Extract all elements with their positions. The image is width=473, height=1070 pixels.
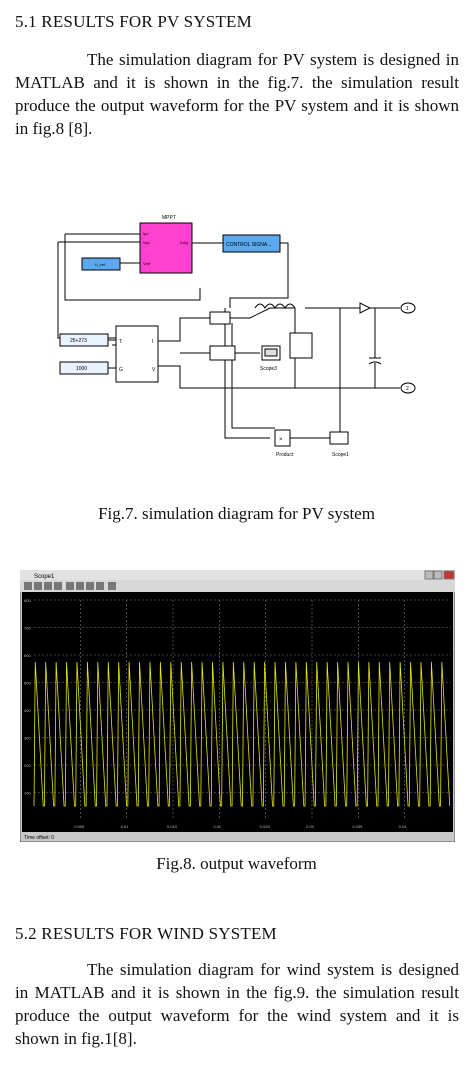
irradiance-constant-label: 1000 bbox=[76, 366, 87, 372]
scope-x-tick: 0.025 bbox=[260, 824, 271, 829]
scope-plot-area bbox=[22, 592, 453, 832]
section-heading-pv: 5.1 RESULTS FOR PV SYSTEM bbox=[15, 12, 252, 31]
mosfet-block bbox=[289, 332, 313, 359]
output-port-1 bbox=[400, 302, 416, 314]
scope-window-title: Scope1 bbox=[34, 574, 55, 580]
scope-y-tick: 300 bbox=[24, 736, 31, 741]
control-signal-block bbox=[222, 234, 281, 253]
mppt-port-duty: Duty bbox=[180, 240, 188, 245]
pv-port-v: V bbox=[152, 367, 156, 373]
maximize-button[interactable] bbox=[433, 570, 443, 580]
scope-x-tick: 0.005 bbox=[74, 824, 85, 829]
scope-x-tick: 0.015 bbox=[167, 824, 178, 829]
current-sensor bbox=[209, 311, 231, 325]
scope-y-tick: 400 bbox=[24, 708, 31, 713]
scope-status-text: Time offset: 0 bbox=[24, 835, 54, 841]
scope-y-tick: 200 bbox=[24, 763, 31, 768]
diode bbox=[359, 302, 372, 314]
svg-text:×: × bbox=[279, 437, 283, 443]
vref-constant-label: U_ref bbox=[95, 262, 106, 267]
mppt-title: MPPT bbox=[162, 215, 176, 221]
product-block bbox=[274, 429, 291, 447]
paragraph-pv: The simulation diagram for PV system is … bbox=[15, 50, 459, 138]
fig7-caption: Fig.7. simulation diagram for PV system bbox=[98, 504, 375, 523]
pv-array-block bbox=[115, 325, 159, 383]
pv-port-g: G bbox=[119, 367, 123, 373]
irradiance-constant bbox=[59, 361, 109, 375]
mppt-port-vref: Vref bbox=[143, 261, 151, 266]
close-button[interactable] bbox=[443, 570, 455, 580]
fig8-caption: Fig.8. output waveform bbox=[156, 854, 317, 873]
paragraph-wind: The simulation diagram for wind system i… bbox=[15, 960, 459, 1048]
scope-y-tick: 500 bbox=[24, 681, 31, 686]
vref-constant bbox=[81, 257, 121, 271]
control-signal-label: CONTROL SIGNA... bbox=[226, 242, 271, 248]
scope-y-tick: 100 bbox=[24, 791, 31, 796]
scope-y-tick: 800 bbox=[24, 598, 31, 603]
scope-toolbar[interactable] bbox=[24, 582, 116, 590]
mppt-port-ipv: Ipv bbox=[143, 231, 148, 236]
temperature-constant-label: 25+273 bbox=[70, 338, 87, 344]
minimize-button[interactable] bbox=[424, 570, 434, 580]
section-heading-wind: 5.2 RESULTS FOR WIND SYSTEM bbox=[15, 924, 277, 943]
scope-window: Scope1 800 700 600 500 400 300 200 100 0.005 0.0… bbox=[20, 570, 455, 842]
scope-x-tick: 0.01 bbox=[121, 824, 130, 829]
scope-x-tick: 0.03 bbox=[306, 824, 315, 829]
temperature-constant bbox=[59, 333, 109, 347]
output-port-1-label: 1 bbox=[406, 306, 409, 312]
scope-x-tick: 0.02 bbox=[213, 824, 222, 829]
scope3-label: Scope3 bbox=[260, 366, 277, 372]
pv-port-i: I bbox=[152, 339, 153, 345]
output-port-2 bbox=[400, 382, 416, 394]
product-label: Product bbox=[276, 452, 294, 458]
scope-x-tick: 0.035 bbox=[352, 824, 363, 829]
scope-y-tick: 600 bbox=[24, 653, 31, 658]
scope-y-tick: 700 bbox=[24, 626, 31, 631]
pv-port-t: T bbox=[119, 339, 122, 345]
inductor bbox=[254, 303, 296, 309]
mppt-block bbox=[139, 222, 193, 274]
voltage-sensor bbox=[209, 345, 236, 361]
scope1-block bbox=[329, 431, 349, 445]
scope-x-tick: 0.04 bbox=[399, 824, 408, 829]
scope1-label: Scope1 bbox=[332, 452, 349, 458]
output-port-2-label: 2 bbox=[406, 386, 409, 392]
simulink-diagram: MPPT Ipv Vpv Vref Duty CONTROL SIGNA... … bbox=[57, 215, 416, 458]
output-waveform-trace bbox=[33, 661, 451, 807]
mppt-port-vpv: Vpv bbox=[143, 240, 150, 245]
